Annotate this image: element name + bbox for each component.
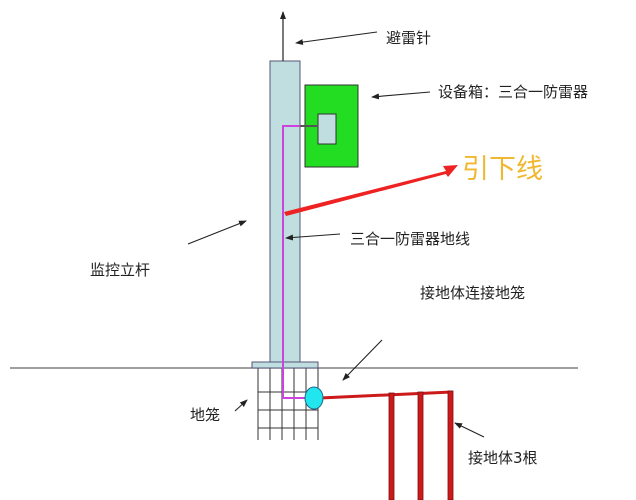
label-lightning-rod: 避雷针: [386, 29, 431, 47]
label-arrester-ground-wire: 三合一防雷器地线: [350, 230, 470, 248]
label-equipment-box: 设备箱：三合一防雷器: [438, 83, 588, 101]
arrow-monitoring-pole: [187, 220, 247, 245]
arrow-equipment-box: [371, 91, 431, 100]
arrow-ground-wire: [285, 233, 341, 241]
ground-rod: [447, 390, 454, 500]
ground-connection-line: [319, 390, 453, 400]
label-ground-body-to-cage: 接地体连接地笼: [420, 284, 525, 302]
arrow-ground-cage: [234, 399, 248, 412]
arrester-ground-wire: [282, 125, 308, 399]
label-ground-cage: 地笼: [190, 406, 220, 424]
ground-rod: [417, 391, 424, 500]
arrow-lightning-rod: [295, 31, 378, 46]
label-monitoring-pole: 监控立杆: [90, 261, 150, 279]
ground-rod: [388, 392, 395, 500]
arrow-ground-rods: [454, 422, 485, 438]
ground-rods: [388, 390, 454, 500]
surge-arrester: [317, 113, 337, 145]
label-ground-rods: 接地体3根: [468, 449, 538, 467]
down-conductor-arrow: [284, 165, 458, 216]
arrow-ground-body-to-cage: [342, 339, 383, 381]
pole-base-slab: [251, 361, 319, 369]
connector-node: [304, 386, 324, 410]
label-down-conductor: 引下线: [462, 154, 543, 185]
